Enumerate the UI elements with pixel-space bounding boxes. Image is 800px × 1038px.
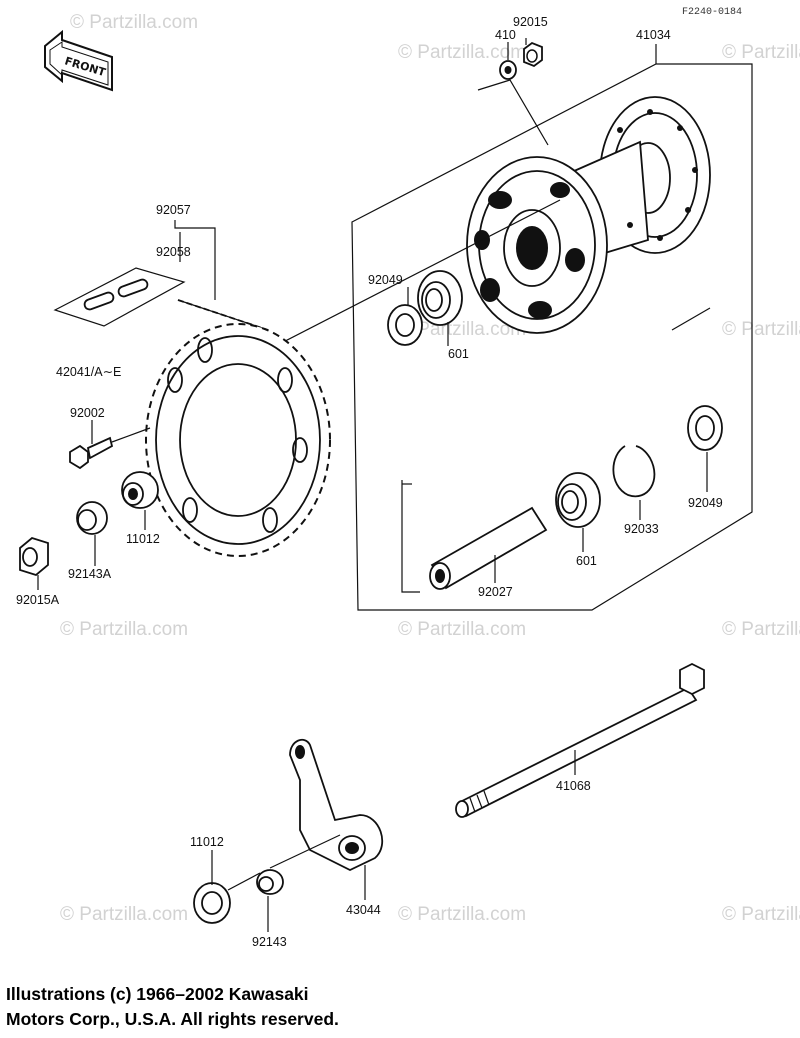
oil-seal-icon	[387, 304, 423, 346]
watermark: © Partzilla.com	[398, 619, 526, 640]
part-label-11012-bottom: 11012	[190, 835, 224, 849]
collar-icon	[256, 869, 284, 895]
collar-icon	[121, 471, 159, 509]
caliper-bracket-icon	[289, 738, 384, 872]
oil-seal-icon	[193, 882, 231, 924]
master-link-icon	[53, 267, 186, 327]
part-label-11012-top: 11012	[126, 532, 160, 546]
bearing-icon	[417, 270, 463, 326]
part-label-92033: 92033	[624, 522, 659, 536]
part-label-42041: 42041/A∼E	[56, 365, 121, 379]
bearing-icon	[555, 472, 601, 528]
part-label-92057: 92057	[156, 203, 191, 217]
watermark: © Partzilla.com	[70, 12, 198, 33]
part-label-43044: 43044	[346, 903, 381, 917]
copyright-line-2: Motors Corp., U.S.A. All rights reserved…	[6, 1009, 339, 1029]
watermark: © Partzilla.com	[60, 904, 188, 925]
watermark: © Partzilla.com	[398, 319, 526, 340]
part-label-601-bottom: 601	[576, 554, 597, 568]
part-label-92002: 92002	[70, 406, 105, 420]
axle-nut-icon	[19, 536, 49, 577]
circlip-icon	[612, 445, 656, 498]
sprocket-bolt-icon	[69, 436, 114, 470]
part-label-92049-bottom: 92049	[688, 496, 723, 510]
watermark: © Partzilla.com	[60, 619, 188, 640]
part-label-92049-top: 92049	[368, 273, 403, 287]
watermark: © Partzilla.com	[722, 904, 800, 925]
spacer-icon	[76, 501, 108, 535]
watermark: © Partzilla.com	[722, 619, 800, 640]
watermark: © Partzilla.com	[722, 319, 800, 340]
part-label-92027: 92027	[478, 585, 513, 599]
rear-axle-icon	[455, 662, 705, 818]
oil-seal-icon	[687, 405, 723, 451]
reference-code: F2240-0184	[682, 7, 742, 18]
part-label-410: 410	[495, 28, 516, 42]
hub-washer-icon	[499, 60, 517, 80]
part-label-41034: 41034	[636, 28, 671, 42]
part-label-92015A: 92015A	[16, 593, 60, 607]
hub-nut-icon	[523, 41, 543, 68]
watermark: © Partzilla.com	[398, 904, 526, 925]
rear-sprocket-icon	[145, 323, 331, 557]
front-arrow-icon: FRONT	[44, 29, 113, 92]
copyright-line-1: Illustrations (c) 1966–2002 Kawasaki	[6, 984, 309, 1004]
part-label-601-top: 601	[448, 347, 469, 361]
rear-hub-icon	[466, 96, 711, 334]
watermark: © Partzilla.com	[722, 42, 800, 63]
watermark: © Partzilla.com	[398, 42, 526, 63]
watermark-layer: © Partzilla.com © Partzilla.com © Partzi…	[60, 12, 800, 925]
part-label-92143: 92143	[252, 935, 287, 949]
part-label-92015: 92015	[513, 15, 548, 29]
part-labels: 92015 410 41034 92057 92058 92049 601 42…	[16, 15, 723, 949]
part-label-92058: 92058	[156, 245, 191, 259]
part-label-41068: 41068	[556, 779, 591, 793]
copyright-notice: Illustrations (c) 1966–2002 Kawasaki Mot…	[6, 982, 566, 1032]
part-label-92143A: 92143A	[68, 567, 112, 581]
distance-collar-icon	[429, 506, 548, 590]
